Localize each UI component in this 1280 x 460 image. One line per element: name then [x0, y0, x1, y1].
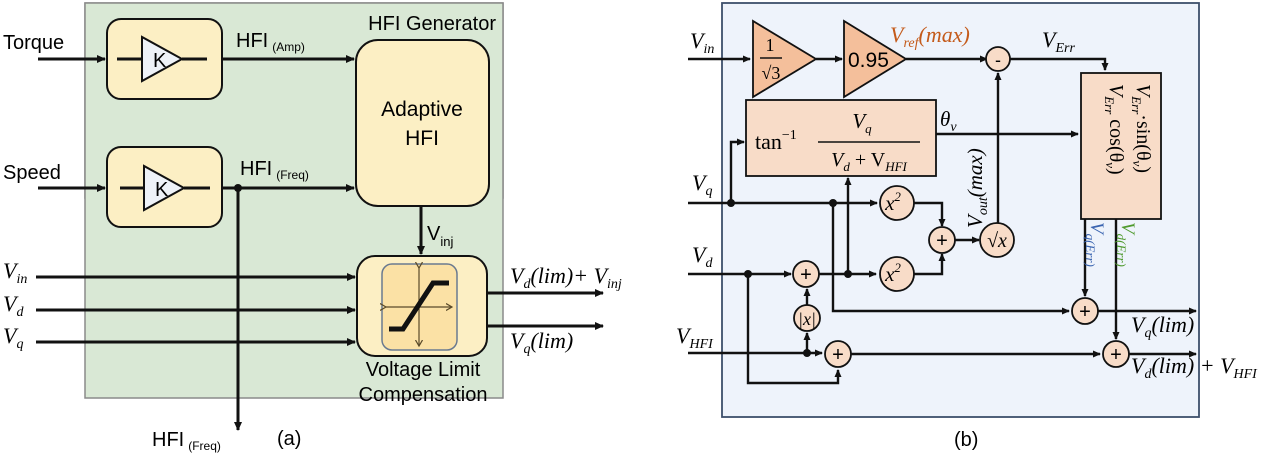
atan-numerator: Vq — [852, 109, 872, 136]
saturation-curve-icon — [386, 268, 452, 346]
voltage-limit-label-line1: Voltage Limit — [366, 359, 481, 381]
square-label-vq: x2 — [884, 189, 901, 215]
vd-input-label: Vd — [3, 291, 24, 320]
inv-sqrt3-gain-block — [752, 19, 818, 99]
verr-wire — [1010, 57, 1109, 71]
err-cos-expression: VErr cos(θv) — [1102, 84, 1127, 175]
panel-a: HFI Generator K K Adaptive HFI Voltage L… — [3, 2, 622, 453]
hfi-amp-label: HFI(Amp) — [236, 30, 305, 54]
voltage-limit-label-line2: Compensation — [359, 384, 488, 406]
speed-gain-triangle-icon — [143, 164, 187, 212]
err-sin-expression: VErr·sin(θv) — [1129, 84, 1154, 173]
vd-lim-sum-sign: + — [1110, 344, 1122, 366]
inv-sqrt3-denominator: √3 — [762, 63, 781, 83]
torque-input-label: Torque — [3, 32, 64, 54]
atan-block — [745, 99, 937, 177]
vq-err-label: Vq(Err) — [1083, 222, 1107, 267]
panel-b: Vin 1 √3 0.95 Vref(max) - VErr tan−1 Vq … — [676, 2, 1258, 451]
hfi-freq-label: HFI(Freq) — [240, 158, 309, 182]
hfi-freq-output-label: HFI(Freq) — [152, 429, 221, 453]
vd-vhfi-sum-sign: + — [832, 344, 844, 366]
atan-func: tan−1 — [755, 128, 797, 154]
adaptive-hfi-label-line2: HFI — [405, 127, 439, 150]
vin-input-label: Vin — [3, 258, 27, 287]
sum-squares-sign: + — [936, 230, 948, 252]
vq-lim-sum-sign: + — [1079, 301, 1091, 323]
subtract-sign: - — [995, 50, 1001, 70]
gain-095-label: 0.95 — [848, 49, 889, 72]
vout-max-label: Vout(max) — [963, 148, 991, 228]
vinj-label: Vinj — [427, 223, 453, 249]
vd-lim-output-label: Vd(lim) + VHFI — [1131, 353, 1258, 382]
adaptive-hfi-label-line1: Adaptive — [381, 98, 463, 121]
torque-gain-triangle-icon — [141, 35, 185, 83]
abs-label: |x| — [798, 309, 816, 329]
square-label-vd: x2 — [884, 260, 901, 286]
vd-to-vd-sum-wire — [746, 274, 842, 385]
vref-max-label: Vref(max) — [890, 22, 970, 51]
torque-gain-symbol: K — [153, 50, 167, 72]
sqrt-label: √x — [987, 230, 1007, 252]
panel-a-caption: (a) — [277, 428, 301, 450]
b-vd-label: Vd — [692, 242, 713, 271]
error-decomposition-block — [1080, 72, 1162, 220]
vq-input-label: Vq — [3, 323, 23, 352]
adaptive-hfi-block — [355, 39, 490, 207]
speed-input-label: Speed — [3, 162, 61, 184]
verr-label: VErr — [1042, 27, 1075, 56]
vd-err-label: Vd(Err) — [1114, 222, 1138, 267]
vq-lim-output-label: Vq(lim) — [1131, 312, 1194, 341]
vd-abs-sum-sign: + — [800, 264, 812, 286]
b-vq-label: Vq — [692, 170, 712, 199]
gain-095-block — [843, 19, 908, 99]
b-vhfi-label: VHFI — [676, 323, 714, 352]
panel-b-caption: (b) — [954, 429, 978, 451]
b-vin-label: Vin — [690, 28, 714, 57]
vd-lim-vinj-output-label: Vd(lim)+ Vinj — [510, 263, 622, 292]
atan-denominator: Vd + VHFI — [831, 149, 907, 174]
speed-gain-symbol: K — [155, 179, 169, 201]
vq-lim-output-label: Vq(lim) — [510, 328, 573, 357]
vq-to-atan-wire — [729, 138, 745, 203]
vq-to-lim-sum-wire — [831, 203, 1070, 315]
inv-sqrt3-numerator: 1 — [766, 35, 775, 55]
hfi-generator-title: HFI Generator — [368, 13, 496, 35]
theta-v-label: θv — [940, 107, 957, 135]
